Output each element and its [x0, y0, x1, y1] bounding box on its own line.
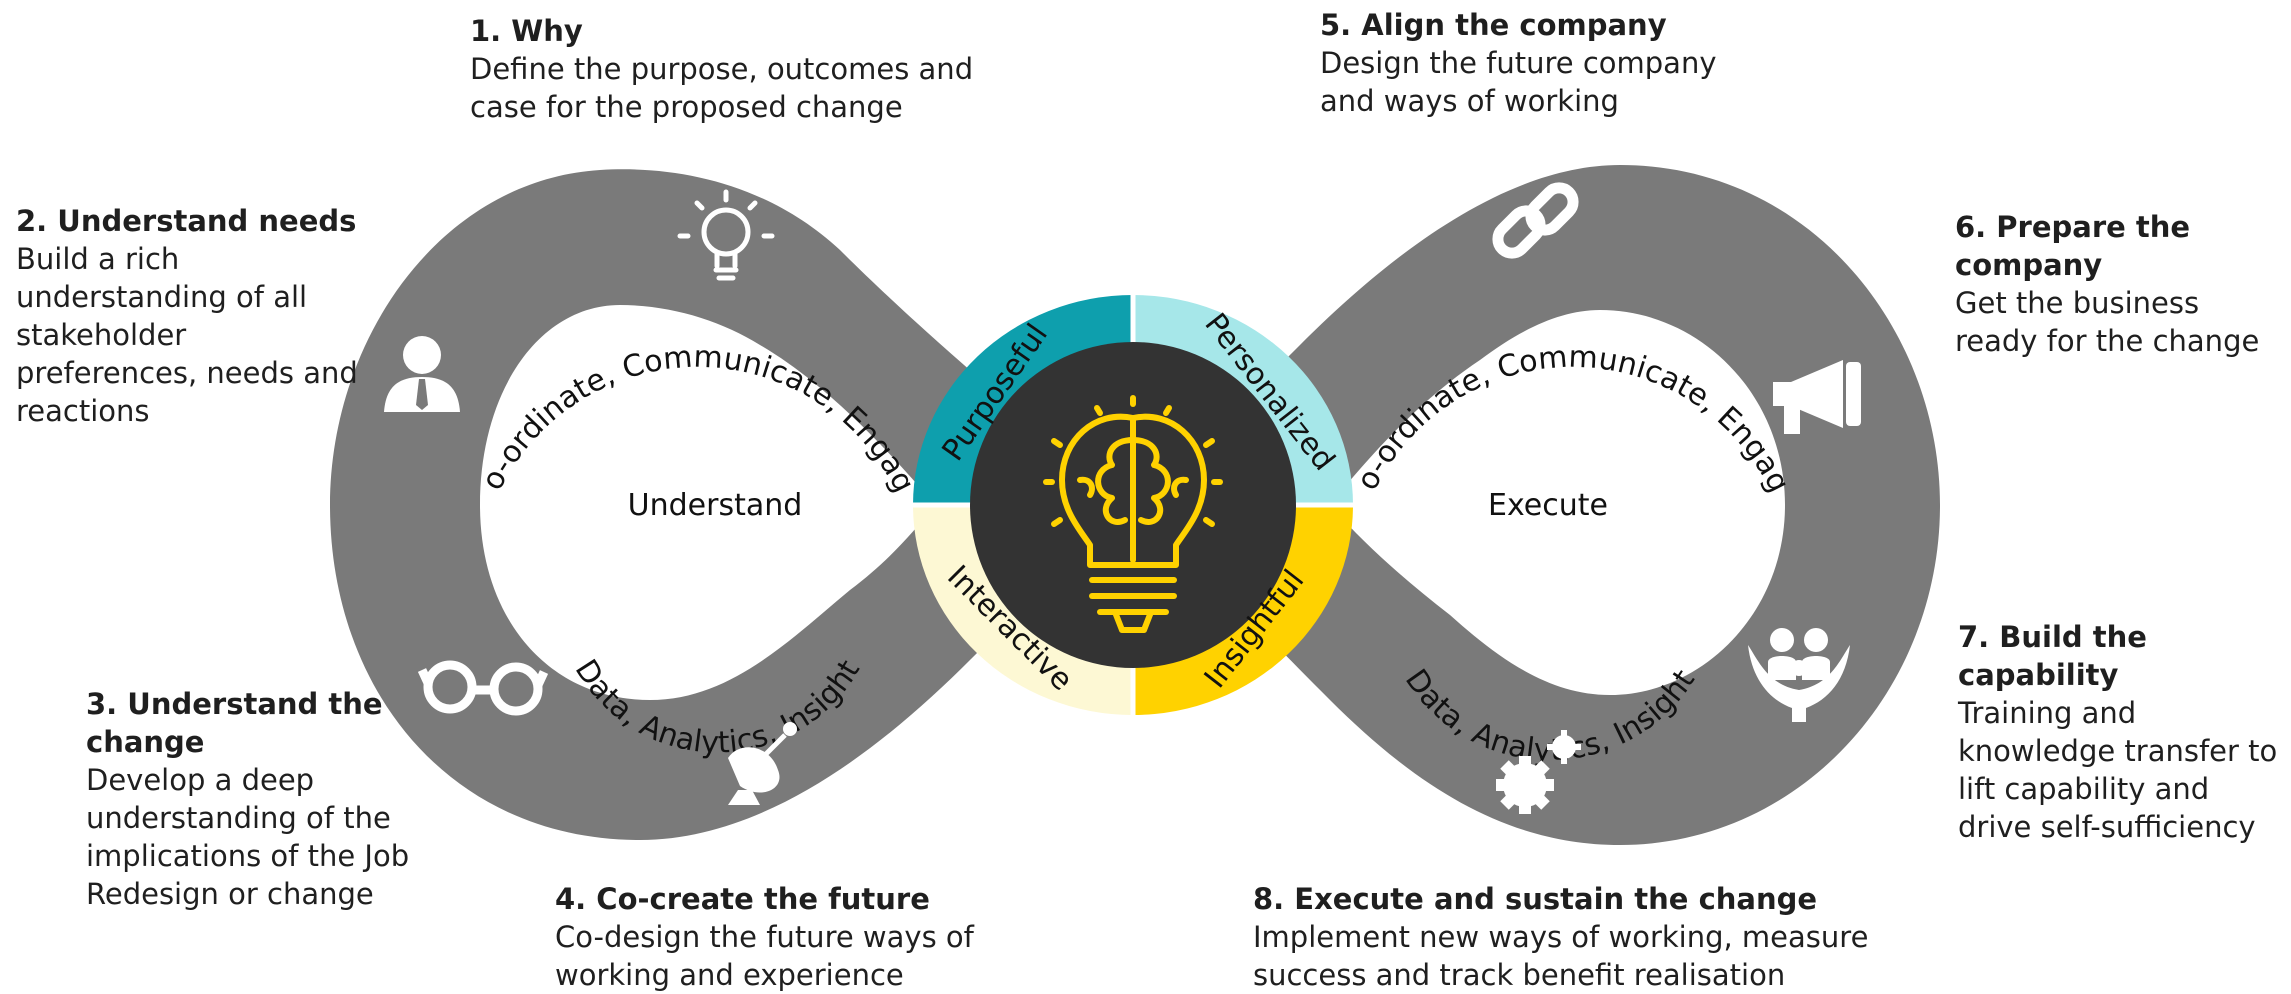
step-5-desc: Design the future company and ways of wo… — [1320, 46, 1717, 118]
central-wheel — [908, 290, 1358, 720]
step-1: 1. Why Define the purpose, outcomes and … — [470, 12, 1030, 126]
step-4-desc: Co-design the future ways of working and… — [555, 920, 974, 992]
step-6: 6. Prepare the company Get the business … — [1955, 208, 2285, 360]
step-5: 5. Align the company Design the future c… — [1320, 6, 1780, 120]
satellite-dish-icon — [728, 722, 797, 805]
family-hands-icon — [1748, 628, 1850, 722]
step-5-title: 5. Align the company — [1320, 8, 1667, 42]
gears-icon — [1496, 730, 1581, 814]
chain-link-icon — [1492, 182, 1579, 259]
left-loop-label: Understand — [628, 488, 803, 523]
step-3-title: 3. Understand the change — [86, 687, 383, 759]
step-4: 4. Co-create the future Co-design the fu… — [555, 880, 1035, 994]
step-3-desc: Develop a deep understanding of the impl… — [86, 763, 410, 911]
step-2-desc: Build a rich understanding of all stakeh… — [16, 242, 358, 428]
right-loop-label: Execute — [1488, 488, 1608, 523]
glasses-icon — [417, 660, 549, 716]
step-8: 8. Execute and sustain the change Implem… — [1253, 880, 1973, 994]
step-8-desc: Implement new ways of working, measure s… — [1253, 920, 1869, 992]
megaphone-icon — [1773, 360, 1861, 434]
step-7-title: 7. Build the capability — [1958, 620, 2147, 692]
step-2: 2. Understand needs Build a rich underst… — [16, 202, 361, 430]
step-2-title: 2. Understand needs — [16, 204, 357, 238]
lightbulb-icon — [677, 189, 775, 281]
step-4-title: 4. Co-create the future — [555, 882, 930, 916]
person-icon — [384, 336, 460, 412]
step-7: 7. Build the capability Training and kno… — [1958, 618, 2288, 846]
step-1-title: 1. Why — [470, 14, 583, 48]
brain-bulb-icon — [1043, 395, 1223, 633]
step-6-desc: Get the business ready for the change — [1955, 286, 2260, 358]
step-8-title: 8. Execute and sustain the change — [1253, 882, 1818, 916]
step-3: 3. Understand the change Develop a deep … — [86, 685, 416, 913]
step-7-desc: Training and knowledge transfer to lift … — [1958, 696, 2278, 844]
step-6-title: 6. Prepare the company — [1955, 210, 2191, 282]
step-1-desc: Define the purpose, outcomes and case fo… — [470, 52, 974, 124]
